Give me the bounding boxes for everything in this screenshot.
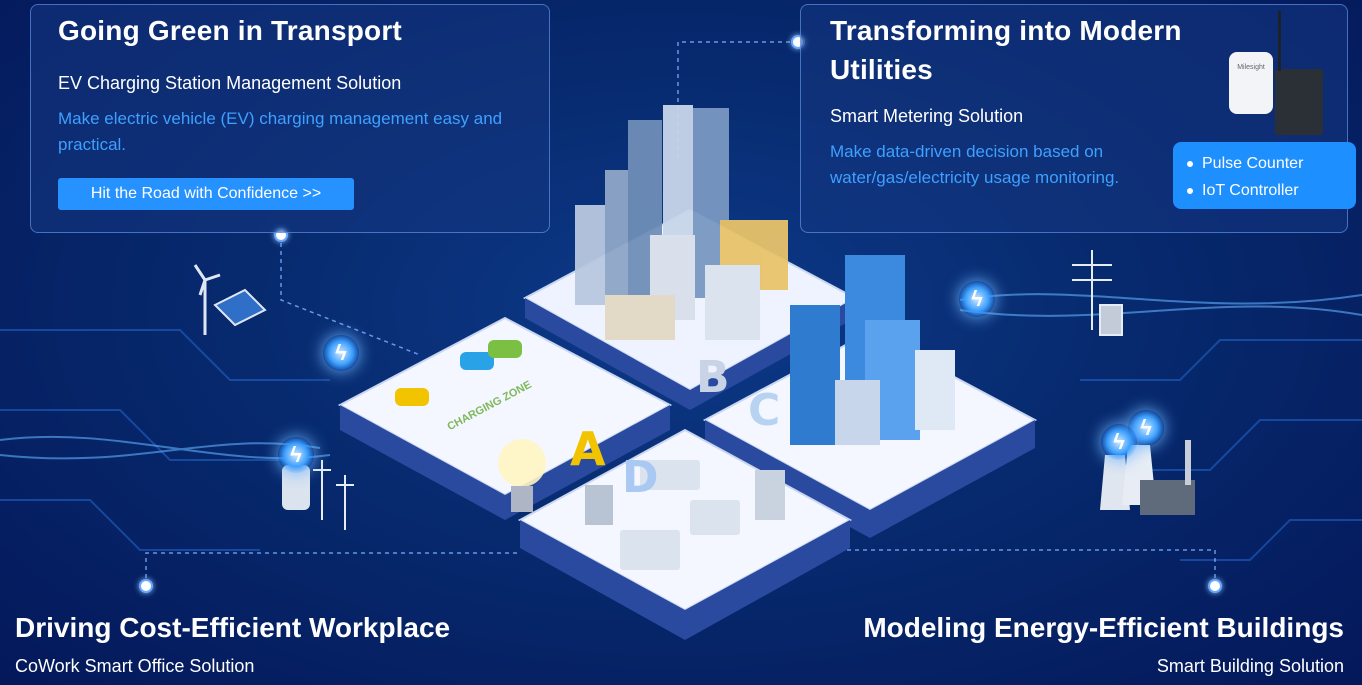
city-buildings xyxy=(575,105,788,340)
iot-controller-device xyxy=(1275,69,1323,135)
lightning-icon: ϟ xyxy=(1128,410,1164,446)
light-bulb-icon xyxy=(498,439,546,512)
solar-panel-icon xyxy=(213,288,267,327)
connector-dot xyxy=(139,579,153,593)
hit-the-road-button[interactable]: Hit the Road with Confidence >> xyxy=(58,178,354,210)
lightning-icon: ϟ xyxy=(323,335,359,371)
office-towers xyxy=(790,255,955,445)
pulse-counter-device: Milesight xyxy=(1229,52,1273,114)
workplace-subtitle: CoWork Smart Office Solution xyxy=(15,656,255,676)
zone-letter-d: D xyxy=(622,452,659,503)
device-list: Pulse Counter IoT Controller xyxy=(1173,142,1356,209)
panel-title: Going Green in Transport xyxy=(58,15,402,46)
utility-pole-icon xyxy=(1072,250,1123,336)
ev-cars xyxy=(395,340,522,406)
list-item-iot-controller: IoT Controller xyxy=(1187,177,1342,204)
panel-subtitle: EV Charging Station Management Solution xyxy=(58,73,402,93)
zone-letter-a: A xyxy=(570,422,606,476)
power-pole-icon xyxy=(313,460,354,530)
power-plant-icon xyxy=(1100,440,1195,515)
zone-letter-c: C xyxy=(748,385,780,436)
list-item-pulse-counter: Pulse Counter xyxy=(1187,150,1342,177)
panel-subtitle: Smart Metering Solution xyxy=(830,106,1024,126)
ev-charging-panel: Going Green in Transport EV Charging Sta… xyxy=(30,4,550,233)
workplace-title: Driving Cost-Efficient Workplace xyxy=(15,612,451,643)
office-desks xyxy=(585,460,785,570)
panel-description: Make electric vehicle (EV) charging mana… xyxy=(58,109,503,154)
panel-description-line2: water/gas/electricity usage monitoring. xyxy=(830,168,1120,187)
buildings-title: Modeling Energy-Efficient Buildings xyxy=(863,612,1344,643)
buildings-subtitle: Smart Building Solution xyxy=(1156,656,1344,676)
wind-turbine-icon xyxy=(193,264,221,335)
lightning-icon: ϟ xyxy=(1101,424,1137,460)
battery-icon xyxy=(282,465,310,510)
panel-title-line2: Utilities xyxy=(830,54,933,85)
lightning-icon: ϟ xyxy=(959,281,995,317)
lightning-icon: ϟ xyxy=(278,437,314,473)
panel-title-line1: Transforming into Modern xyxy=(830,15,1182,46)
zone-letter-b: B xyxy=(696,352,730,403)
panel-description-line1: Make data-driven decision based on xyxy=(830,142,1104,161)
connector-dot xyxy=(1208,579,1222,593)
antenna-icon xyxy=(1278,11,1281,71)
device-brand-label: Milesight xyxy=(1237,64,1265,71)
